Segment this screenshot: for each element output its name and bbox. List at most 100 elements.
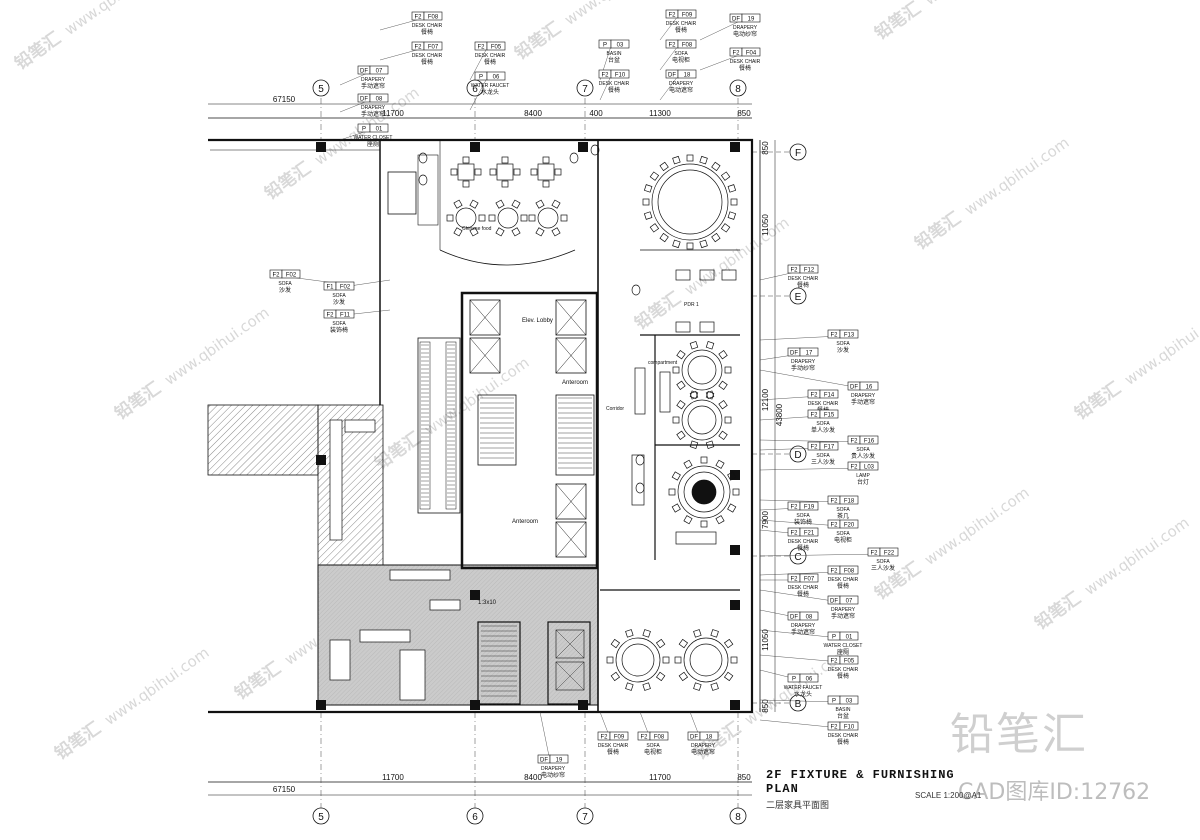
watermark-mini-brand: 铅笔汇 bbox=[11, 28, 65, 74]
watermark-site: www.qbihui.com bbox=[681, 213, 792, 299]
tag-chinese: 手动遮帘 bbox=[361, 110, 385, 118]
dimension-bottom: 850 bbox=[737, 773, 751, 782]
table-center-dark bbox=[691, 479, 717, 505]
sofa bbox=[675, 531, 717, 545]
tag-chinese: 台盆 bbox=[608, 56, 620, 64]
round-dining-table bbox=[528, 199, 568, 237]
tag-code: DF bbox=[732, 17, 740, 23]
tag-chinese: 手动纱帘 bbox=[791, 364, 815, 372]
tag-number-box bbox=[741, 13, 761, 23]
tag-code: F2 bbox=[830, 569, 838, 575]
tag-chinese: 电动遮帘 bbox=[691, 748, 715, 756]
tag-number: F04 bbox=[746, 51, 757, 57]
tag-number: F08 bbox=[682, 43, 693, 49]
dimension-right: 11050 bbox=[761, 629, 770, 651]
grid-label-row: F bbox=[795, 148, 801, 159]
room-label-compartment: compartment bbox=[648, 360, 678, 366]
toilet-fixture bbox=[590, 144, 600, 156]
kitchen-counter bbox=[344, 419, 376, 433]
watermark-site: www.qbihui.com bbox=[101, 643, 212, 729]
tag-number: 08 bbox=[376, 97, 383, 103]
tag-english: DRAPERY bbox=[691, 743, 716, 749]
grid-label-row: E bbox=[795, 292, 802, 303]
tag-chinese: 餐椅 bbox=[797, 281, 809, 289]
drawing-scale: SCALE 1:200@A1 bbox=[915, 791, 982, 800]
watermark-mini-brand: 铅笔汇 bbox=[871, 0, 925, 44]
furniture-layer bbox=[329, 144, 740, 701]
tag-code: F2 bbox=[810, 393, 818, 399]
tag-number: F20 bbox=[844, 523, 855, 529]
tag-chinese: 茶几 bbox=[837, 512, 849, 520]
drawing-subtitle: 二层家具平面图 bbox=[766, 801, 830, 811]
structural-column bbox=[470, 590, 480, 600]
round-dining-table bbox=[606, 629, 670, 691]
dimension-right: 850 bbox=[761, 699, 770, 713]
toilet-fixture bbox=[569, 152, 579, 164]
grid-bubble-row bbox=[789, 547, 807, 565]
tag-english: WATER CLOSET bbox=[354, 135, 393, 141]
tag-number-box bbox=[649, 731, 669, 741]
tag-number-box bbox=[799, 264, 819, 274]
tag-number-box bbox=[677, 9, 697, 19]
tag-number-box bbox=[879, 547, 899, 557]
tag-number-box bbox=[799, 347, 819, 357]
tag-number: F08 bbox=[428, 15, 439, 21]
tag-english: DESK CHAIR bbox=[788, 539, 819, 545]
tag-code: F2 bbox=[810, 413, 818, 419]
tag-number: F14 bbox=[824, 393, 835, 399]
tag-code: F1 bbox=[326, 285, 334, 291]
tag-number: 07 bbox=[846, 599, 853, 605]
tag-chinese: 手动遮帘 bbox=[361, 82, 385, 90]
tag-chinese: 手动遮帘 bbox=[791, 628, 815, 636]
watermark-cad-id: CAD图库ID:12762 bbox=[958, 780, 1151, 805]
tag-chinese: 贵人沙发 bbox=[851, 452, 875, 460]
watermark-layer: 铅笔汇www.qbihui.com铅笔汇www.qbihui.com铅笔汇www… bbox=[11, 0, 1200, 764]
tag-english: DESK CHAIR bbox=[666, 21, 697, 27]
dimension-bottom: 11700 bbox=[649, 773, 671, 782]
grid-bubble-column bbox=[576, 807, 594, 825]
tag-chinese: 电视柜 bbox=[834, 536, 852, 544]
tag-english: BASIN bbox=[606, 51, 621, 57]
tag-code: F2 bbox=[830, 725, 838, 731]
kitchen-counter bbox=[389, 569, 451, 581]
tag-chinese: 沙发 bbox=[279, 286, 291, 294]
tag-code: F2 bbox=[870, 551, 878, 557]
tag-english: SOFA bbox=[278, 281, 292, 287]
drawing-title: 2F FIXTURE & FURNISHING PLAN bbox=[766, 768, 955, 796]
round-dining-table bbox=[642, 154, 738, 250]
tag-code: F2 bbox=[272, 273, 280, 279]
watermark-mini-brand: 铅笔汇 bbox=[691, 718, 745, 764]
dimension-right: 850 bbox=[761, 141, 770, 155]
structural-column bbox=[578, 700, 588, 710]
tag-english: DESK CHAIR bbox=[788, 585, 819, 591]
tag-chinese: 电动纱帘 bbox=[541, 771, 565, 779]
tag-number: 18 bbox=[706, 735, 713, 741]
tag-english: DESK CHAIR bbox=[828, 667, 859, 673]
sofa bbox=[634, 367, 646, 415]
watermark-brand: 铅笔汇 bbox=[950, 709, 1088, 760]
tag-number-box bbox=[486, 71, 506, 81]
tag-number-box bbox=[369, 65, 389, 75]
